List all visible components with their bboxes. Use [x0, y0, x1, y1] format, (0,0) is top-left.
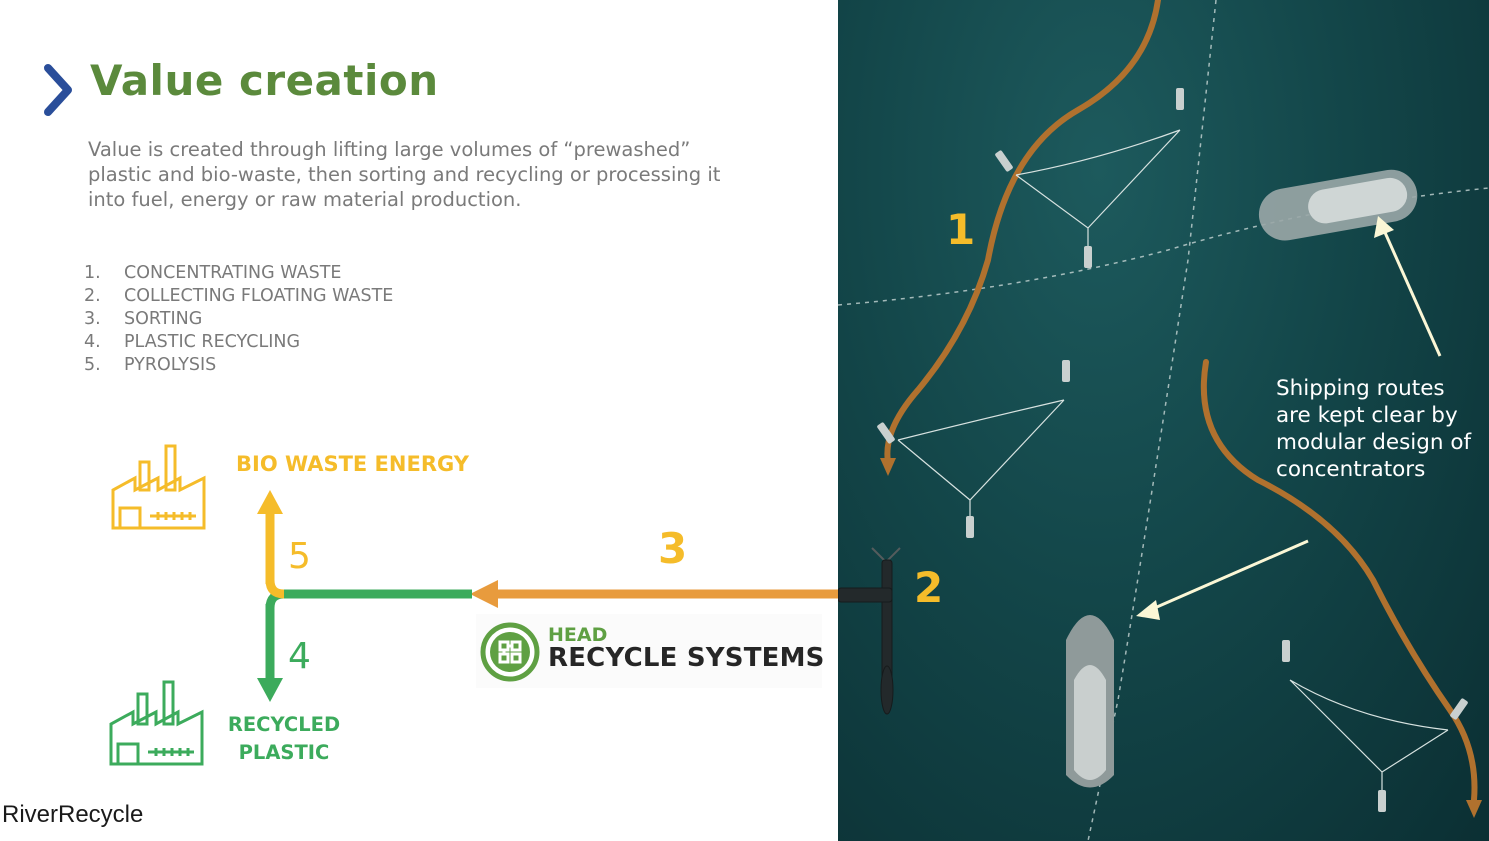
- flow-diagram: [109, 444, 838, 766]
- list-number: 3.: [84, 309, 101, 329]
- shipping-note: Shipping routes are kept clear by modula…: [1276, 376, 1472, 482]
- list-label: PLASTIC RECYCLING: [124, 332, 301, 352]
- list-item: 2. COLLECTING FLOATING WASTE: [84, 285, 393, 308]
- step-number-4: 4: [288, 636, 311, 677]
- footer-brand: RiverRecycle: [2, 801, 144, 828]
- list-number: 1.: [84, 263, 101, 283]
- boom-arrow-icon: [1466, 800, 1482, 818]
- list-number: 2.: [84, 286, 101, 306]
- recycled-label-line: PLASTIC: [238, 741, 330, 764]
- concentrator-boom: [884, 0, 1161, 465]
- net: [897, 129, 1449, 792]
- list-label: CONCENTRATING WASTE: [124, 263, 342, 283]
- buoy: [877, 88, 1468, 812]
- shipping-route-line: [838, 187, 1489, 306]
- recycle-logo-icon: [480, 622, 540, 682]
- step-list: 1. CONCENTRATING WASTE 2. COLLECTING FLOAT…: [84, 262, 393, 377]
- arrow-up-icon: [257, 490, 283, 514]
- list-label: SORTING: [124, 309, 203, 329]
- recycled-label-line: RECYCLED: [227, 713, 341, 736]
- concentrator-boom: [1200, 359, 1478, 803]
- slide-title: Value creation: [90, 56, 439, 105]
- list-label: COLLECTING FLOATING WASTE: [124, 286, 394, 306]
- arrow-head-icon: [470, 580, 498, 608]
- step-number-1: 1: [946, 205, 976, 254]
- factory-icon: [109, 680, 204, 766]
- list-label: PYROLYSIS: [124, 355, 217, 375]
- list-item: 1. CONCENTRATING WASTE: [84, 262, 393, 285]
- list-item: 3. SORTING: [84, 308, 393, 331]
- chevron-right-icon: [44, 64, 72, 116]
- step-number-5: 5: [288, 536, 311, 577]
- recycled-plastic-label: RECYCLED PLASTIC: [222, 711, 346, 767]
- head-recycle-logo: [476, 614, 822, 688]
- shipping-route-line: [1087, 0, 1217, 841]
- annotation-arrow: [1149, 539, 1309, 612]
- step-number-2: 2: [914, 563, 944, 612]
- annotation-arrow: [1381, 227, 1442, 357]
- list-number: 4.: [84, 332, 101, 352]
- list-number: 5.: [84, 355, 101, 375]
- ocean-map: [838, 0, 1489, 841]
- logo-recycle-text: RECYCLE SYSTEMS: [548, 643, 825, 673]
- ship: [1258, 169, 1418, 241]
- factory-icon: [111, 444, 206, 530]
- logo-head-text: HEAD: [548, 624, 608, 646]
- aerial-ocean-image: Shipping routes are kept clear by modula…: [838, 0, 1489, 841]
- list-item: 4. PLASTIC RECYCLING: [84, 331, 393, 354]
- intro-paragraph: Value is created through lifting large v…: [88, 138, 721, 211]
- boom-arrow-icon: [880, 458, 896, 476]
- arrow-down-icon: [257, 678, 283, 702]
- slide-content: Value creation Value is created through …: [2, 56, 838, 828]
- list-item: 5. PYROLYSIS: [84, 354, 393, 377]
- ship: [1066, 615, 1114, 788]
- step-number-3: 3: [658, 524, 688, 573]
- collector-device: [838, 547, 901, 715]
- bio-waste-label: BIO WASTE ENERGY: [236, 452, 469, 476]
- arrow-head-icon: [1136, 600, 1160, 620]
- arrow-head-icon: [1374, 216, 1394, 238]
